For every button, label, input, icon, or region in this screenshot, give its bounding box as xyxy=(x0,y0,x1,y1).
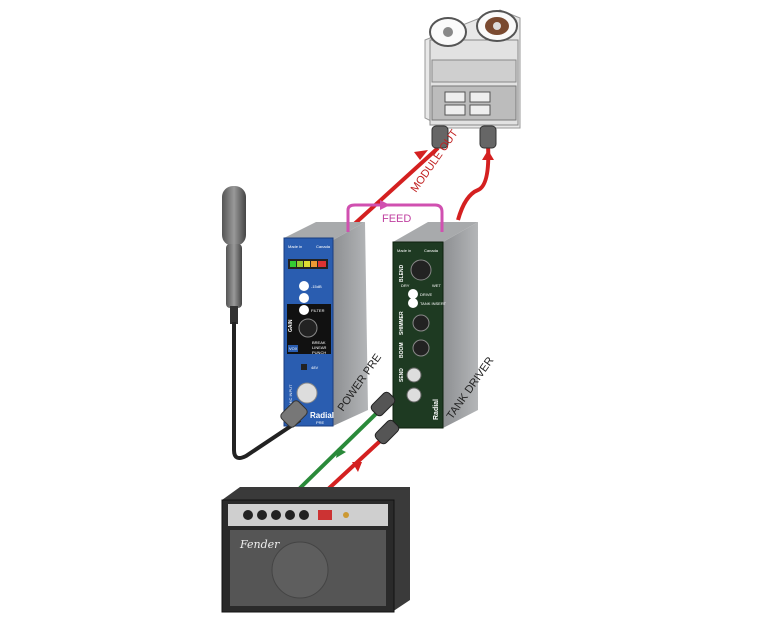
boom-knob[interactable] xyxy=(412,339,430,357)
mode-break: BREAK xyxy=(312,340,326,345)
brand-logo: Radial xyxy=(310,411,334,420)
boom-label: BOOM xyxy=(399,342,405,358)
shimmer-knob[interactable] xyxy=(412,314,430,332)
send-cable xyxy=(296,403,387,492)
arrow-icon xyxy=(414,150,428,160)
tape-reel-left xyxy=(429,17,467,47)
shimmer-label: SHIMMER xyxy=(399,311,405,335)
module-out-cable xyxy=(348,146,440,230)
microphone xyxy=(222,186,246,324)
tape-reel-right xyxy=(476,10,518,42)
tank-insert-label: TANK INSERT xyxy=(420,301,447,306)
filter-label: FILTER xyxy=(311,308,325,313)
dry-label: DRY xyxy=(401,283,410,288)
return-cable xyxy=(456,144,491,221)
made-in-text: Made in xyxy=(288,244,302,249)
return-jack[interactable] xyxy=(406,387,422,403)
guitar-amp: Fender xyxy=(221,487,410,613)
made-in-text: Made in xyxy=(397,248,411,253)
gain-label: GAIN xyxy=(288,319,294,332)
send-jack[interactable] xyxy=(406,367,422,383)
wet-label: WET xyxy=(432,283,441,288)
gain-knob[interactable] xyxy=(298,318,318,338)
cable-plugs xyxy=(370,391,400,445)
pad-button[interactable] xyxy=(299,281,309,291)
filter-button[interactable] xyxy=(299,305,309,315)
vox-label: VOX xyxy=(289,346,298,351)
amp-logo: Fender xyxy=(239,538,280,551)
mic-cable xyxy=(232,322,302,460)
power-pre-module: Made in Canada -15dB FILTER GAIN VOX BRE… xyxy=(283,222,368,427)
drive-button[interactable] xyxy=(408,289,418,299)
blend-label: BLEND xyxy=(399,264,405,282)
arrow-icon xyxy=(352,462,362,472)
canada-text: Canada xyxy=(316,244,331,249)
mode-linear: LINEAR xyxy=(312,345,327,350)
arrow-icon xyxy=(380,200,390,210)
brand-logo: Radial xyxy=(433,399,440,420)
model-label: PRE xyxy=(316,420,325,425)
tank-insert-button[interactable] xyxy=(408,298,418,308)
canada-text: Canada xyxy=(424,248,439,253)
mode-punch: PUNCH xyxy=(312,350,326,355)
phase-button[interactable] xyxy=(299,293,309,303)
blend-knob[interactable] xyxy=(410,259,432,281)
tape-machine xyxy=(424,9,521,129)
arrow-icon xyxy=(482,150,494,160)
arrow-icon xyxy=(336,448,346,458)
phantom-button[interactable] xyxy=(301,364,307,370)
xlr-plug xyxy=(280,400,308,428)
xlr-input[interactable] xyxy=(296,382,318,404)
pad-label: -15dB xyxy=(311,284,322,289)
mic-input-label: MIC INPUT xyxy=(288,384,293,405)
tape-input-connector xyxy=(431,125,497,149)
tank-driver-module: Made in Canada BLEND DRY WET DRIVE TANK … xyxy=(392,222,478,429)
feed-label: FEED xyxy=(382,213,411,225)
feed-cable xyxy=(346,203,444,232)
drive-label: DRIVE xyxy=(420,292,433,297)
phantom-label: 48V xyxy=(311,365,318,370)
send-label: SEND xyxy=(399,368,405,382)
